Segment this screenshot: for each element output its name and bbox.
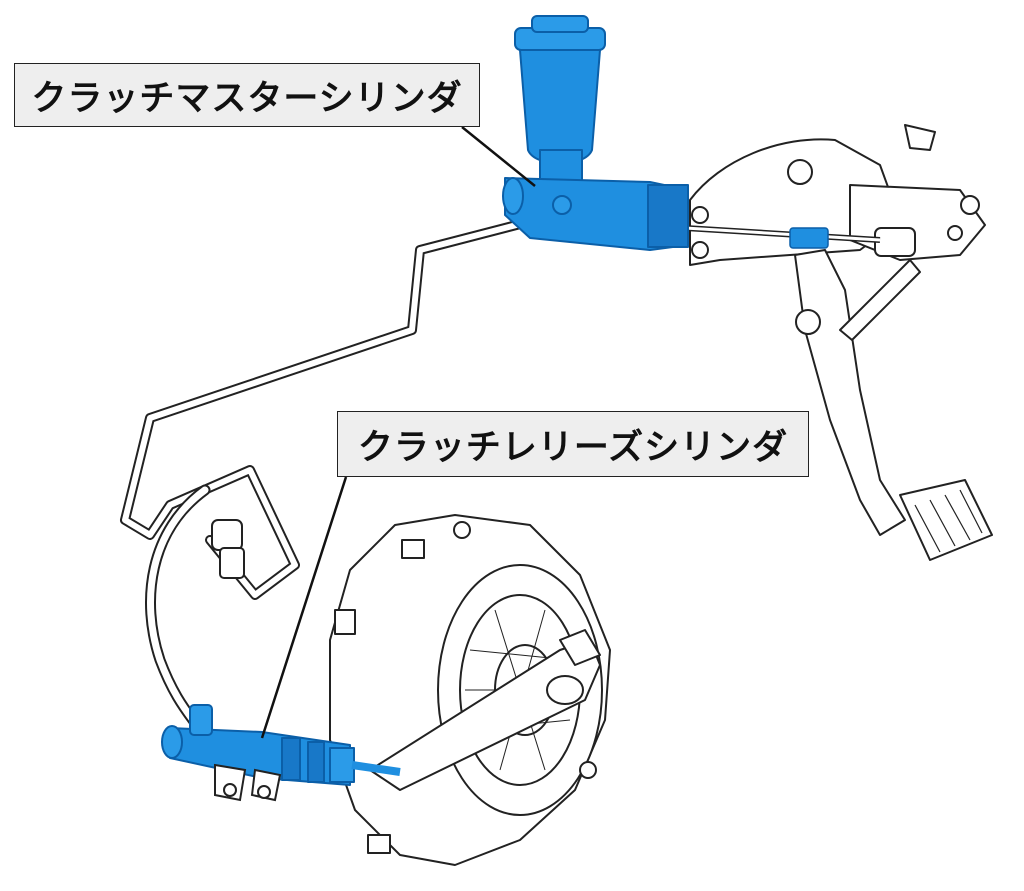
- master-cylinder-leader-line: [462, 127, 535, 186]
- master-cylinder-label: クラッチマスターシリンダ: [14, 63, 480, 127]
- flexible-hose: [150, 490, 244, 730]
- clutch-pedal-assembly: [690, 125, 992, 560]
- clutch-master-cylinder: [503, 16, 688, 250]
- release-cylinder-label: クラッチレリーズシリンダ: [337, 411, 809, 477]
- pushrod-clevis: [790, 228, 828, 248]
